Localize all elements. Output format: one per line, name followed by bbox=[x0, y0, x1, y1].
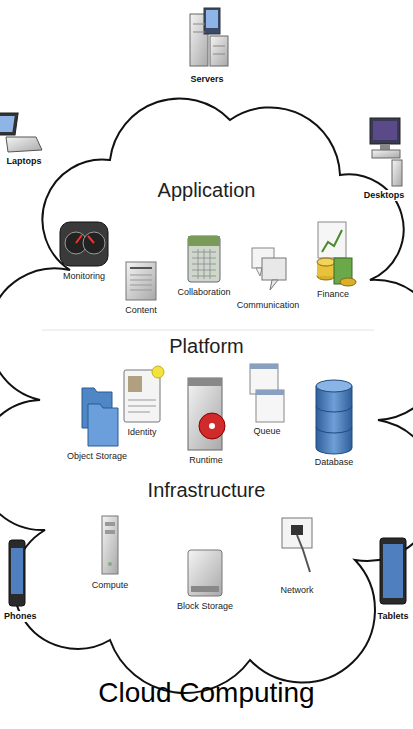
device-label: Desktops bbox=[363, 190, 406, 201]
phone-icon bbox=[9, 540, 25, 606]
service-label: Compute bbox=[91, 580, 130, 591]
layer-band: Application bbox=[45, 178, 368, 328]
block-storage-drive-icon bbox=[188, 550, 222, 596]
monitoring-gauge-icon bbox=[60, 222, 108, 266]
service-label: Collaboration bbox=[176, 287, 231, 298]
runtime-box-icon bbox=[188, 378, 225, 450]
content-newspaper-icon bbox=[126, 262, 156, 300]
network-jack-icon bbox=[282, 518, 312, 572]
layer-band: Infrastructure bbox=[45, 478, 368, 648]
compute-tower-icon bbox=[102, 516, 118, 574]
servers-icon bbox=[190, 8, 228, 66]
layer-heading: Application bbox=[45, 178, 368, 202]
service-label: Block Storage bbox=[176, 601, 234, 612]
layer-separator bbox=[42, 330, 374, 331]
service-label: Communication bbox=[236, 300, 301, 311]
diagram-caption: Cloud Computing bbox=[0, 676, 413, 710]
layer-heading: Platform bbox=[45, 334, 368, 358]
object-storage-folders-icon bbox=[82, 388, 118, 446]
service-label: Finance bbox=[316, 289, 350, 300]
device-label: Servers bbox=[189, 74, 224, 85]
identity-card-icon bbox=[124, 366, 164, 422]
communication-bubbles-icon bbox=[252, 248, 286, 290]
finance-chart-icon bbox=[317, 222, 356, 286]
service-label: Content bbox=[124, 305, 158, 316]
laptop-icon bbox=[0, 113, 42, 152]
service-label: Object Storage bbox=[66, 451, 128, 462]
service-label: Database bbox=[314, 457, 355, 468]
service-label: Queue bbox=[252, 426, 281, 437]
service-label: Runtime bbox=[188, 455, 224, 466]
device-label: Phones bbox=[3, 611, 38, 622]
device-label: Tablets bbox=[377, 611, 410, 622]
desktop-icon bbox=[370, 118, 402, 186]
service-label: Identity bbox=[126, 427, 157, 438]
database-cylinders-icon bbox=[316, 380, 352, 454]
collaboration-calendar-icon bbox=[188, 236, 220, 282]
service-label: Monitoring bbox=[62, 271, 106, 282]
tablet-icon bbox=[380, 538, 406, 604]
queue-windows-icon bbox=[250, 364, 284, 422]
layer-heading: Infrastructure bbox=[45, 478, 368, 502]
device-label: Laptops bbox=[6, 156, 43, 167]
cloud-outline bbox=[0, 98, 413, 692]
service-label: Network bbox=[279, 585, 314, 596]
